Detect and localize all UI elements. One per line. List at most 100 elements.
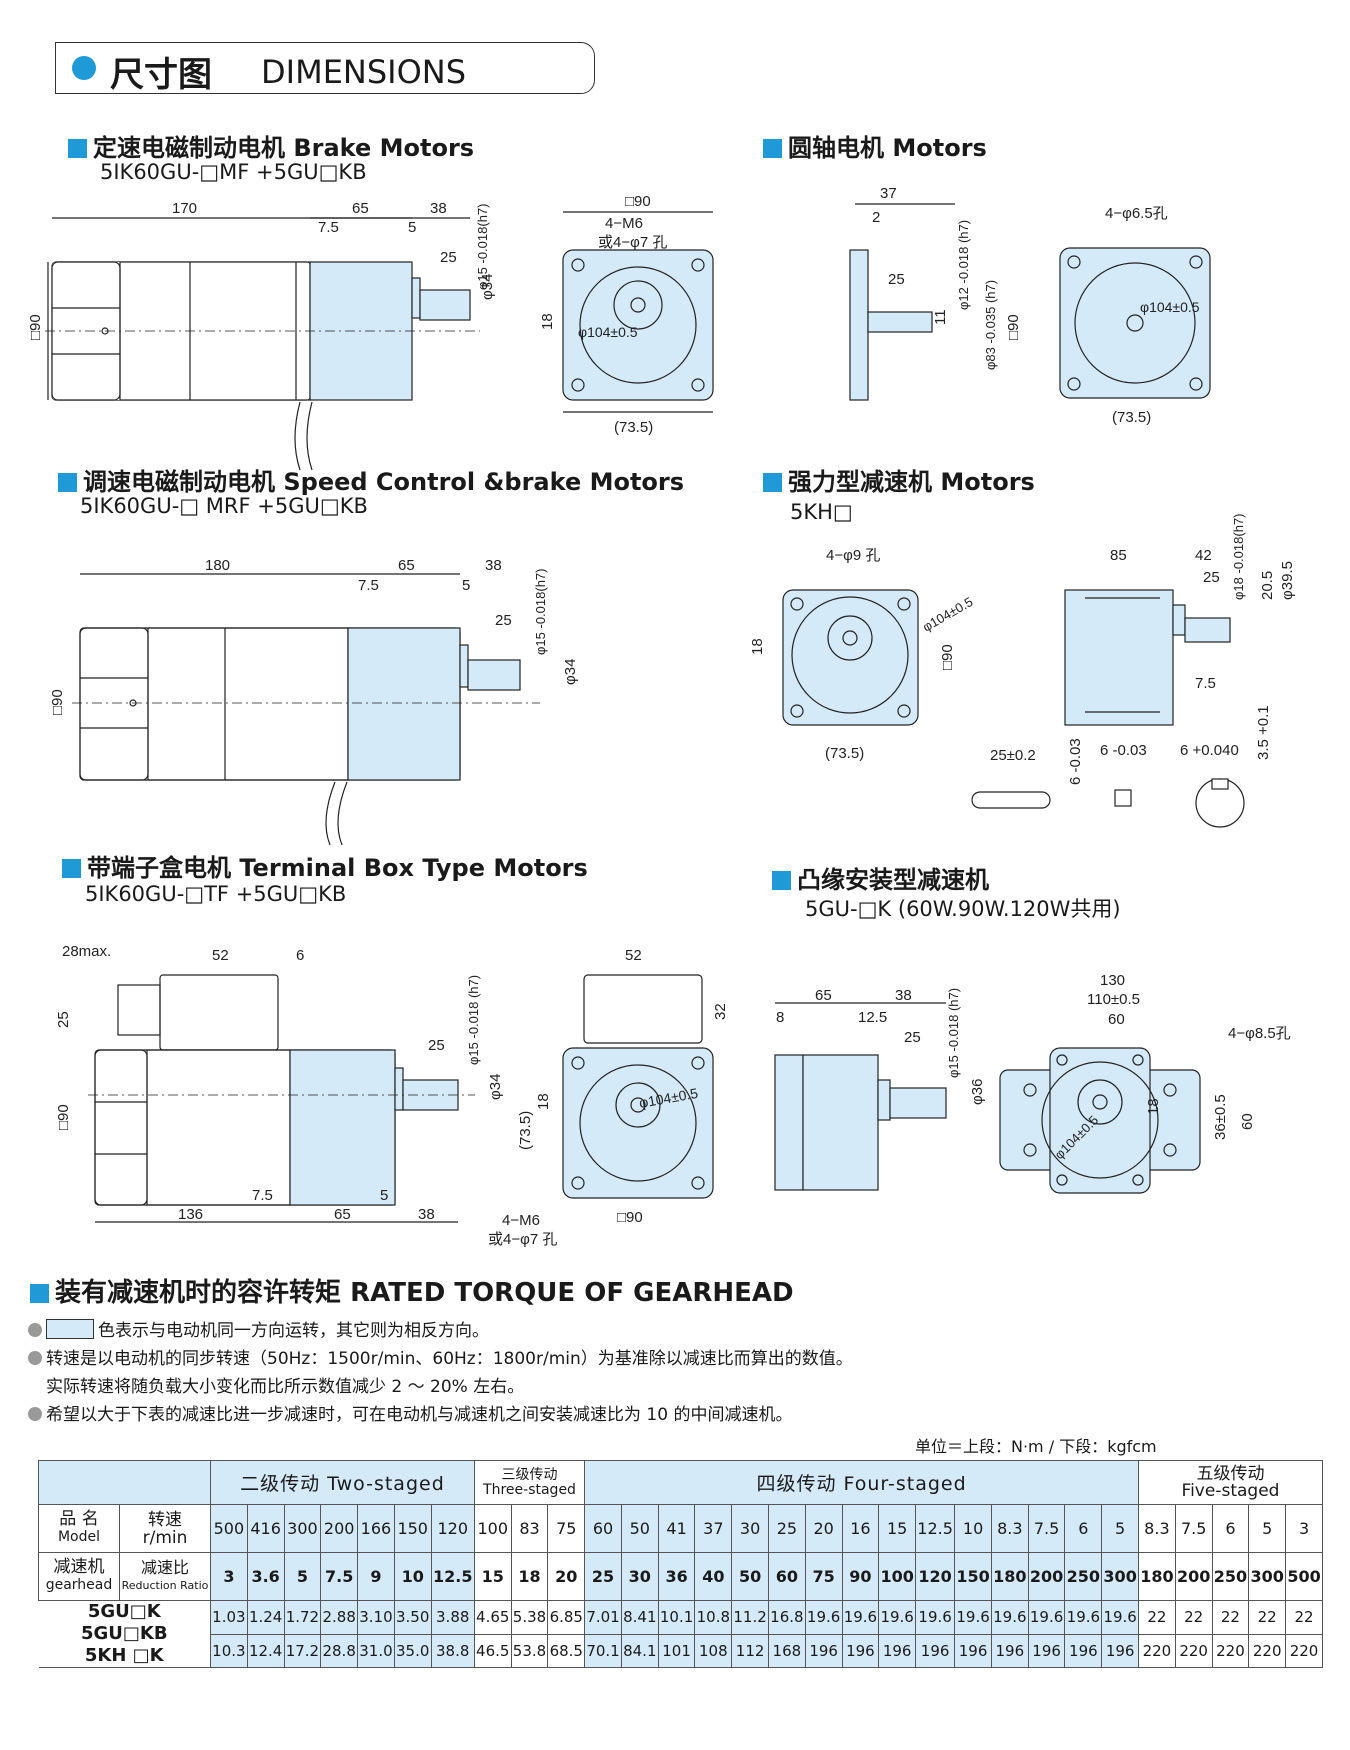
torque-kgf-cell: 17.2 [283,1633,322,1668]
torque-nm-cell: 2.88 [320,1600,359,1635]
torque-kgf-cell: 196 [915,1633,956,1668]
ratio-cell: 90 [841,1552,880,1601]
brake-motor-side-view: 170 65 38 7.5 5 25 □90 φ34 φ15 -0.018(h7… [27,200,496,471]
note-speed: 转速是以电动机的同步转速（50Hz：1500r/min、60Hz：1800r/m… [28,1344,853,1369]
svg-text:42: 42 [1195,547,1212,564]
speed-cell: 300 [283,1504,322,1553]
torque-nm-cell: 6.85 [547,1600,586,1635]
torque-kgf-cell: 196 [841,1633,880,1668]
torque-kgf-cell: 196 [878,1633,917,1668]
torque-kgf-cell: 220 [1285,1633,1323,1668]
speed-cell: 5 [1248,1504,1287,1553]
svg-text:φ104±0.5: φ104±0.5 [920,594,975,635]
svg-text:φ36: φ36 [969,1079,986,1105]
ratio-cell: 10 [393,1552,432,1601]
svg-text:25: 25 [1203,569,1220,586]
svg-text:□90: □90 [27,314,44,340]
round-shaft-front-view: 4−φ6.5孔 φ104±0.5 (73.5) [1059,205,1211,426]
ratio-cell: 250 [1211,1552,1250,1601]
torque-nm-cell: 22 [1138,1600,1176,1635]
svg-text:25: 25 [888,271,905,288]
section-title-round: 圆轴电机 Motors [763,128,987,163]
svg-text:65: 65 [352,200,369,217]
torque-kgf-cell: 31.0 [357,1633,395,1668]
svg-text:5: 5 [380,1187,388,1204]
ratio-cell: 20 [547,1552,586,1601]
section-title-brake: 定速电磁制动电机 Brake Motors [68,128,474,163]
model-brake: 5IK60GU-□MF +5GU□KB [100,160,367,184]
ratio-cell: 75 [804,1552,843,1601]
speed-cell: 37 [694,1504,733,1553]
torque-kgf-cell: 68.5 [547,1633,586,1668]
torque-nm-cell: 11.2 [731,1600,769,1635]
svg-text:φ104±0.5: φ104±0.5 [1140,299,1200,315]
speed-cell: 100 [473,1504,512,1553]
section-title-torque: 装有减速机时的容许转矩 RATED TORQUE OF GEARHEAD [30,1272,794,1309]
speed-cell: 150 [393,1504,432,1553]
svg-text:52: 52 [212,947,229,964]
svg-text:4−M6: 4−M6 [502,1212,540,1229]
torque-kgf-cell: 46.5 [473,1633,512,1668]
section-title-terminal: 带端子盒电机 Terminal Box Type Motors [62,848,588,883]
svg-text:φ12 -0.018 (h7): φ12 -0.018 (h7) [956,220,971,310]
speed-cell: 41 [657,1504,696,1553]
torque-nm-cell: 22 [1285,1600,1323,1635]
torque-kgf-cell: 196 [804,1633,843,1668]
svg-text:φ18 -0.018(h7): φ18 -0.018(h7) [1231,514,1246,600]
group-four: 四级传动 Four-staged [584,1460,1140,1505]
speed-cell: 7.5 [1027,1504,1066,1553]
svg-text:□90: □90 [55,1104,72,1130]
svg-text:6: 6 [296,947,304,964]
ratio-cell: 15 [473,1552,512,1601]
speed-cell: 166 [357,1504,395,1553]
svg-text:25: 25 [904,1029,921,1046]
speed-cell: 15 [878,1504,917,1553]
svg-text:25: 25 [440,249,457,266]
svg-text:7.5: 7.5 [252,1187,273,1204]
speed-cell: 200 [320,1504,359,1553]
torque-nm-cell: 1.72 [283,1600,322,1635]
strong-gearhead-front-view: 4−φ9 孔 φ104±0.5 (73.5) 18 □90 [749,547,975,762]
svg-text:7.5: 7.5 [1195,675,1216,692]
torque-nm-cell: 8.41 [620,1600,659,1635]
svg-text:φ34: φ34 [487,1074,504,1100]
square-icon [30,1284,49,1303]
torque-nm-cell: 3.10 [357,1600,395,1635]
speed-cell: 6 [1064,1504,1103,1553]
svg-text:18: 18 [539,313,556,330]
torque-nm-cell: 19.6 [1064,1600,1103,1635]
svg-text:φ15 -0.018 (h7): φ15 -0.018 (h7) [466,975,481,1065]
ratio-cell: 250 [1064,1552,1103,1601]
svg-text:25±0.2: 25±0.2 [990,747,1036,764]
svg-text:18: 18 [535,1093,552,1110]
square-icon [772,871,791,890]
svg-text:3.5 +0.1: 3.5 +0.1 [1255,705,1272,760]
torque-nm-cell: 19.6 [954,1600,992,1635]
svg-text:38: 38 [430,200,447,217]
ratio-cell: 180 [990,1552,1029,1601]
speed-cell: 6 [1211,1504,1250,1553]
square-icon [68,139,87,158]
speed-cell: 25 [767,1504,806,1553]
svg-text:或4−φ7 孔: 或4−φ7 孔 [598,234,667,251]
svg-text:(73.5): (73.5) [1112,409,1151,426]
svg-text:□90: □90 [625,193,651,210]
section-title-speed: 调速电磁制动电机 Speed Control &brake Motors [58,462,684,497]
svg-text:38: 38 [895,987,912,1004]
svg-text:7.5: 7.5 [318,219,339,236]
ratio-cell: 40 [694,1552,733,1601]
svg-text:(73.5): (73.5) [825,745,864,762]
torque-kgf-cell: 220 [1248,1633,1287,1668]
torque-nm-cell: 7.01 [584,1600,622,1635]
svg-text:180: 180 [205,557,230,574]
svg-text:38: 38 [485,557,502,574]
svg-text:2: 2 [872,209,880,226]
ratio-cell: 200 [1027,1552,1066,1601]
svg-text:18: 18 [749,638,766,655]
